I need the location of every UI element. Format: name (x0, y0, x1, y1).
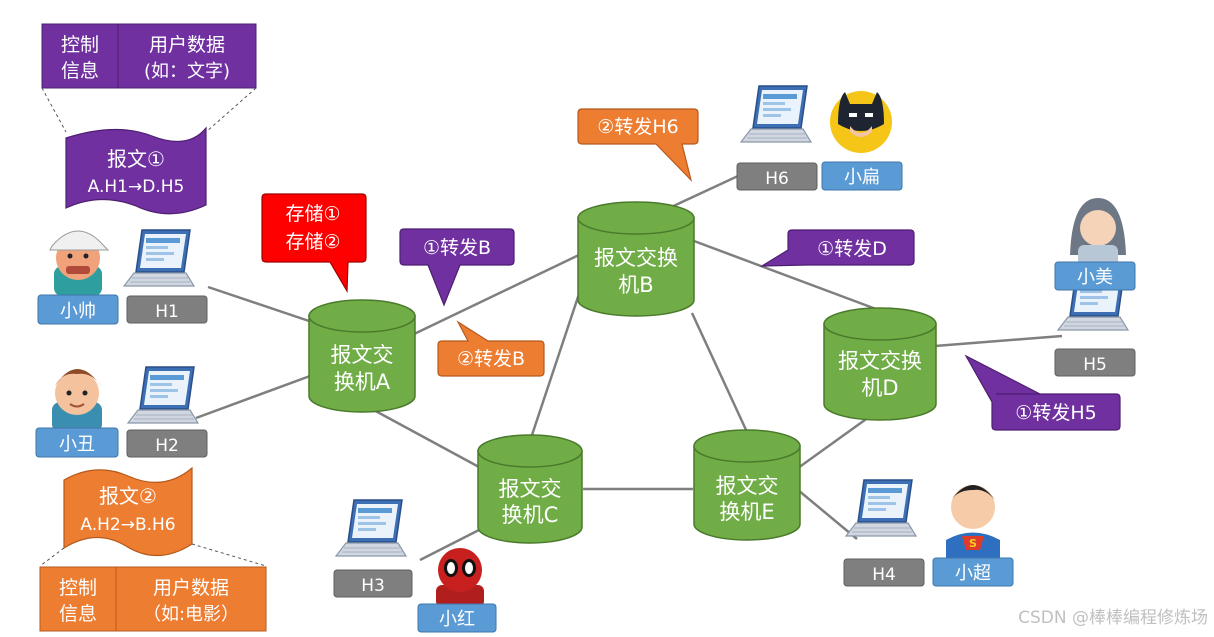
message-2-title: 报文② (99, 484, 157, 508)
switch-d-label-1: 报文交换 (838, 349, 922, 373)
host-h1: H1 (126, 295, 208, 324)
svg-text:H6: H6 (765, 169, 789, 189)
avatar-xiaobian (830, 91, 892, 153)
links (195, 174, 1063, 562)
host-h2: H2 (126, 429, 208, 458)
link-h2-a (195, 374, 311, 420)
svg-text:小扁: 小扁 (844, 167, 880, 188)
switch-b-label-2: 机B (618, 273, 653, 297)
message-2-ctrl-2: 信息 (59, 603, 97, 625)
svg-text:①转发H5: ①转发H5 (1015, 402, 1096, 424)
avatar-xiaomei (1070, 198, 1126, 267)
message-1-title: 报文① (107, 147, 165, 171)
message-2-zoom-line-right (191, 543, 267, 567)
link-e-d (797, 410, 877, 470)
user-label-xiaohong: 小红 (417, 603, 497, 633)
callout-store-line2: 存储② (285, 231, 340, 253)
user-label-xiaomei: 小美 (1054, 261, 1136, 291)
link-d-h5 (934, 334, 1063, 348)
svg-text:①转发D: ①转发D (817, 238, 887, 260)
user-label-xiaochao: 小超 (932, 557, 1014, 587)
svg-text:H3: H3 (361, 576, 385, 596)
message-2-data-2: （如:电影） (143, 604, 239, 625)
host-h5: H5 (1054, 348, 1136, 377)
link-a-c (369, 406, 480, 469)
host-h3: H3 (333, 569, 413, 598)
switch-a: 报文交 换机A (308, 299, 416, 413)
link-e-h4 (797, 489, 858, 540)
user-label-xiaochou: 小丑 (35, 427, 119, 458)
link-c-h3 (419, 528, 480, 562)
switch-e-label-1: 报文交 (716, 474, 779, 498)
host-h6: H6 (736, 162, 818, 191)
switch-b: 报文交换 机B (577, 201, 695, 317)
callout-forward-h6: ②转发H6 (577, 108, 699, 183)
message-1-zoom-line-left (41, 87, 67, 133)
watermark: CSDN @棒棒编程修炼场 (1018, 608, 1208, 628)
svg-text:小帅: 小帅 (60, 301, 96, 322)
switch-a-label-1: 报文交 (331, 343, 394, 367)
svg-text:①转发B: ①转发B (423, 237, 491, 259)
switch-d: 报文交换 机D (823, 307, 937, 421)
user-label-xiaoshuai: 小帅 (37, 294, 119, 325)
callout-store: 存储① 存储② (261, 193, 367, 294)
message-1-header: 控制 信息 用户数据 (如：文字) (41, 23, 257, 89)
svg-text:②转发H6: ②转发H6 (597, 116, 678, 138)
callout-forward-d: ①转发D (759, 229, 915, 267)
laptop-icon-h3 (335, 499, 407, 557)
switch-e-label-2: 换机E (719, 500, 774, 524)
laptop-icon-h2 (127, 366, 199, 424)
laptop-icon-h6 (740, 85, 812, 143)
message-1-data-1: 用户数据 (149, 34, 225, 56)
user-label-xiaobian: 小扁 (821, 161, 903, 191)
svg-text:②转发B: ②转发B (457, 348, 525, 370)
svg-text:小超: 小超 (955, 563, 991, 584)
message-2-route: A.H2→B.H6 (80, 515, 175, 535)
callout-forward-h5: ①转发H5 (964, 354, 1121, 431)
switch-c-label-1: 报文交 (499, 477, 562, 501)
link-b-h6 (666, 174, 739, 211)
message-2-document: 报文② A.H2→B.H6 (63, 466, 193, 557)
message-1-document: 报文① A.H1→D.H5 (65, 126, 207, 215)
message-1-route: A.H1→D.H5 (88, 177, 185, 197)
laptop-icon-h4 (845, 479, 917, 537)
svg-text:小红: 小红 (439, 609, 475, 630)
host-h4: H4 (843, 558, 925, 587)
svg-text:H1: H1 (155, 302, 179, 322)
link-b-e (690, 312, 749, 433)
avatar-xiaochao: S (946, 485, 1000, 560)
link-b-c (529, 293, 581, 439)
callout-store-line1: 存储① (285, 203, 340, 225)
svg-text:H5: H5 (1083, 355, 1107, 375)
message-1-ctrl-1: 控制 (61, 34, 99, 56)
avatar-xiaohong (436, 548, 484, 607)
avatar-xiaoshuai (49, 230, 110, 296)
switch-b-label-1: 报文交换 (594, 246, 678, 270)
svg-text:H2: H2 (155, 436, 179, 456)
callout-forward-b-1: ①转发B (399, 228, 515, 307)
switch-d-label-2: 机D (861, 376, 898, 400)
avatar-xiaochou (52, 369, 102, 432)
svg-text:小丑: 小丑 (59, 434, 95, 455)
link-b-d (693, 239, 877, 311)
switch-c: 报文交 换机C (477, 434, 583, 544)
svg-text:小美: 小美 (1077, 267, 1113, 288)
svg-text:S: S (969, 537, 977, 550)
switch-e: 报文交 换机E (693, 429, 801, 541)
switch-c-label-2: 换机C (502, 503, 559, 527)
message-1-data-2: (如：文字) (144, 61, 230, 82)
svg-text:H4: H4 (872, 565, 896, 585)
message-2-data-1: 用户数据 (153, 577, 229, 599)
laptop-icon-h1 (123, 229, 195, 287)
message-1-zoom-line-right (205, 87, 257, 133)
switch-a-label-2: 换机A (334, 370, 391, 394)
link-h1-a (207, 285, 313, 324)
callout-forward-b-2: ②转发B (437, 320, 545, 377)
message-1-ctrl-2: 信息 (61, 60, 99, 82)
message-2-ctrl-1: 控制 (59, 577, 97, 599)
message-2-zoom-line-left (39, 547, 65, 567)
link-a-b (411, 252, 582, 337)
message-2-header: 控制 信息 用户数据 （如:电影） (39, 566, 267, 632)
